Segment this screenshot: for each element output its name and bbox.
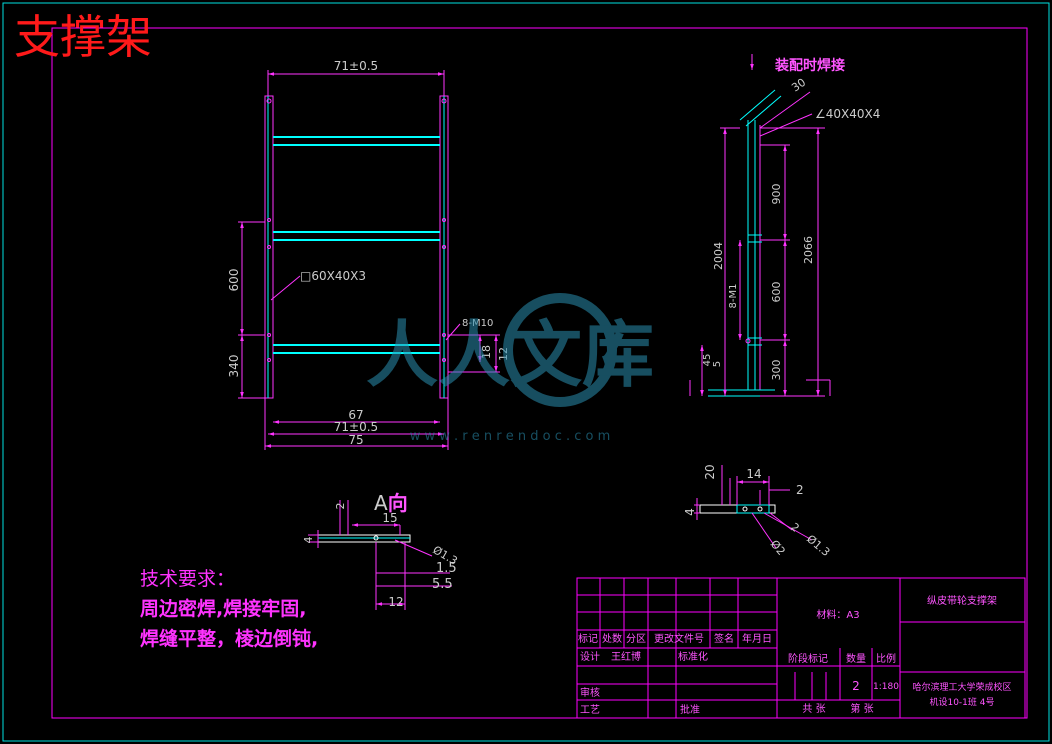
detail-b-dim-2: 2	[796, 483, 804, 497]
tech-requirement-line2: 焊缝平整，棱边倒钝,	[140, 628, 319, 650]
tb-sheets-total: 共 张	[802, 703, 825, 715]
tb-row-date: 年月日	[742, 632, 772, 645]
tb-sheet-no: 第 张	[850, 702, 873, 715]
watermark-text: 人人文库	[366, 313, 654, 397]
dim-300: 300	[770, 360, 783, 381]
tb-row-change: 更改文件号	[654, 632, 704, 645]
dim-600-side: 600	[770, 282, 783, 303]
tech-requirements-heading: 技术要求：	[140, 568, 236, 590]
tb-qty-label: 数量	[846, 652, 866, 665]
tb-standardize-label: 标准化	[678, 650, 708, 663]
detail-a-dim-5-5: 5.5	[432, 577, 453, 592]
watermark-url: w w w . r e n r e n d o c . c o m	[410, 429, 611, 444]
detail-a-dim-2: 2	[334, 503, 347, 510]
detail-a-dim-1-5: 1.5	[436, 561, 457, 576]
detail-b	[699, 504, 776, 514]
dim-75: 75	[348, 433, 363, 447]
side-view	[708, 89, 782, 397]
detail-a-dim-15: 15	[382, 511, 397, 525]
front-view-dims	[238, 70, 500, 450]
detail-b-dim-4: 4	[683, 508, 697, 516]
dim-71-bottom: 71±0.5	[334, 420, 378, 434]
tb-stage-label: 阶段标记	[788, 652, 828, 665]
detail-b-dims	[694, 465, 813, 549]
view-a-label: A向	[374, 487, 408, 516]
dim-67: 67	[348, 408, 363, 422]
detail-a-dims	[308, 500, 452, 610]
tech-requirement-line1: 周边密焊,焊接牢固,	[140, 598, 307, 620]
view-a-suffix: 向	[387, 491, 408, 515]
tb-process-label: 工艺	[580, 704, 600, 716]
detail-a-dim-12: 12	[388, 595, 403, 609]
dim-30: 30	[789, 76, 808, 95]
tb-qty: 2	[852, 679, 860, 693]
tb-row-zone: 分区	[626, 633, 646, 645]
tb-row-sign: 签名	[714, 632, 734, 645]
dim-top-width: 71±0.5	[334, 59, 378, 73]
dim-m1: 8-M1	[728, 284, 739, 309]
front-view	[264, 95, 449, 399]
dim-900: 900	[770, 184, 783, 205]
detail-b-dim-13: Ø1.3	[804, 532, 832, 559]
tb-review-label: 审核	[580, 686, 600, 699]
section-label: □60X40X3	[300, 269, 366, 283]
tb-row-mark: 标记	[578, 633, 598, 645]
tb-row-count: 处数	[602, 632, 622, 645]
tb-part-name: 纵皮带轮支撑架	[927, 594, 997, 607]
angle-label: ∠40X40X4	[815, 107, 880, 121]
side-view-dims	[689, 54, 831, 397]
detail-b-dim-14: 14	[746, 467, 761, 481]
dim-340: 340	[227, 355, 241, 378]
tb-design-label: 设计	[580, 650, 600, 663]
detail-a-dim-4: 4	[302, 537, 315, 544]
tb-designer: 王红博	[611, 650, 641, 663]
tb-school-line2: 机设10-1班 4号	[929, 696, 994, 708]
view-a-prefix: A	[374, 491, 388, 515]
holes-label: 8-M10	[462, 318, 493, 329]
watermark: 人人文库 w w w . r e n r e n d o c . c o m	[366, 293, 654, 444]
drawing-title: 支撑架	[14, 10, 152, 64]
inner-frame	[51, 27, 1028, 719]
tb-school-line1: 哈尔滨理工大学荣成校区	[912, 681, 1011, 693]
tb-material: 材料：A3	[816, 608, 859, 621]
tb-scale: 1:180	[873, 682, 899, 692]
weld-note: 装配时焊接	[774, 57, 845, 74]
tb-approve-label: 批准	[680, 703, 700, 716]
detail-b-dim-20: 20	[703, 464, 717, 479]
tb-scale-label: 比例	[876, 652, 896, 665]
dim-18: 18	[480, 345, 493, 359]
dim-5: 5	[712, 361, 723, 367]
dim-600-front: 600	[227, 269, 241, 292]
dim-45: 45	[702, 354, 713, 367]
dim-2066: 2066	[802, 236, 815, 264]
title-block	[576, 577, 1026, 719]
dim-2004: 2004	[712, 242, 725, 270]
